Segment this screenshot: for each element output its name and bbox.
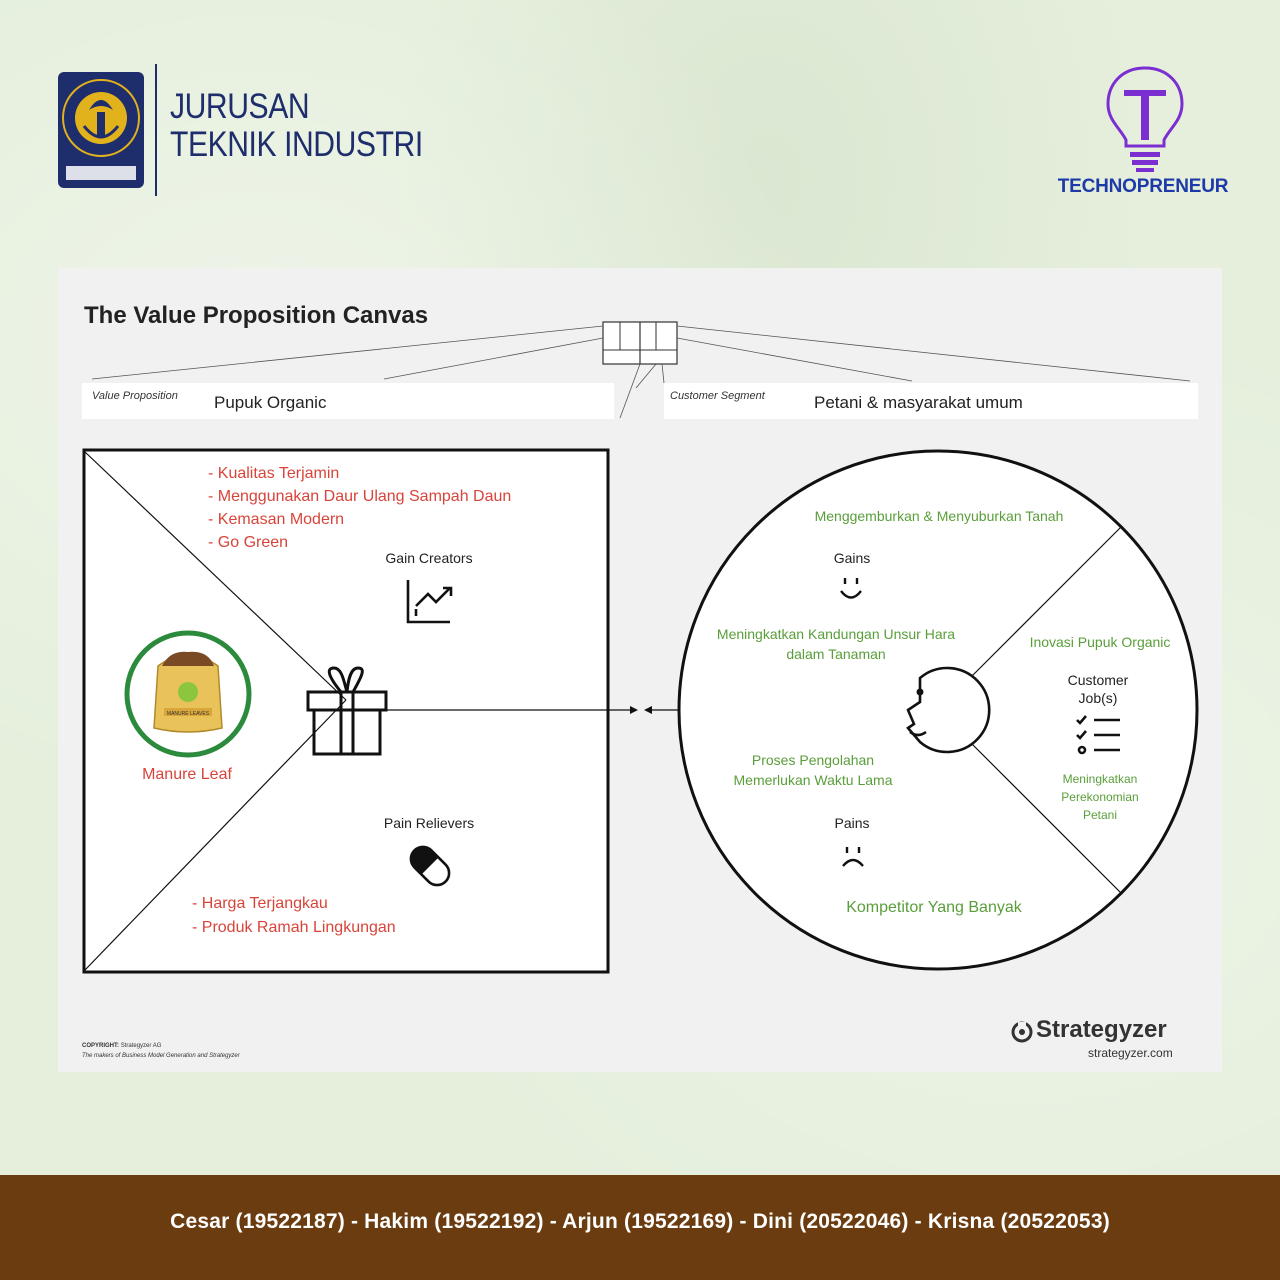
gain-creator-item: - Menggunakan Daur Ulang Sampah Daun — [208, 488, 512, 505]
department-name: JURUSAN TEKNIK INDUSTRI — [170, 88, 423, 164]
gains-text-2: Meningkatkan Kandungan Unsur Hara dalam … — [716, 626, 956, 662]
chart-growth-icon — [406, 580, 453, 624]
customer-segment-field-box — [664, 383, 1198, 419]
manure-leaf-logo: MANURE LEAVES — [124, 630, 252, 758]
canvas-drawing: MANURE LEAVES — [82, 321, 1199, 974]
gain-creators-list: - Kualitas Terjamin - Menggunakan Daur U… — [208, 462, 511, 554]
value-proposition-field-box — [82, 383, 614, 419]
copyright-sub: The makers of Business Model Generation … — [82, 1053, 240, 1059]
department-line-1: JURUSAN — [170, 87, 310, 126]
jobs-text-1: Inovasi Pupuk Organic — [1029, 634, 1171, 650]
gift-icon — [306, 666, 388, 756]
gain-creator-item: - Go Green — [208, 534, 289, 551]
customer-segment-label: Customer Segment — [670, 390, 765, 402]
value-proposition-label: Value Proposition — [92, 390, 178, 402]
team-members: Cesar (19522187) - Hakim (19522192) - Ar… — [170, 1210, 1110, 1233]
copyright-note: COPYRIGHT: Strategyzer AG The makers of … — [82, 1041, 240, 1061]
pill-icon — [409, 845, 451, 887]
strategyzer-logo-icon — [1011, 1021, 1033, 1043]
jobs-label: Customer Job(s) — [1067, 672, 1129, 706]
technopreneur-label: TECHNOPRENEUR — [1057, 176, 1229, 197]
jobs-text-2: Meningkatkan Perekonomian Petani — [1061, 772, 1139, 822]
copyright-owner: Strategyzer AG — [120, 1043, 162, 1049]
copyright-label: COPYRIGHT: — [82, 1043, 120, 1049]
gains-text-1: Menggemburkan & Menyuburkan Tanah — [814, 508, 1064, 524]
canvas-title: The Value Proposition Canvas — [84, 302, 429, 329]
lightbulb-t-icon — [1106, 66, 1184, 172]
strategyzer-brand: Strategyzer — [1036, 1016, 1167, 1043]
happy-face-icon — [840, 578, 862, 599]
university-seal-icon — [58, 72, 144, 188]
pains-text-2: Kompetitor Yang Banyak — [846, 899, 1022, 916]
logo-divider — [155, 64, 157, 196]
sad-face-icon — [842, 847, 864, 867]
footer-bar — [0, 1175, 1280, 1280]
strategyzer-url: strategyzer.com — [1088, 1046, 1173, 1060]
value-proposition-canvas: MANURE LEAVES — [58, 268, 1222, 1072]
gain-creators-label: Gain Creators — [385, 550, 473, 566]
value-proposition-value: Pupuk Organic — [214, 393, 327, 412]
gain-creator-item: - Kualitas Terjamin — [208, 465, 340, 482]
product-bag-label: MANURE LEAVES — [167, 711, 210, 717]
checklist-icon — [1076, 715, 1120, 755]
pain-reliever-item: - Harga Terjangkau — [192, 895, 328, 912]
pain-relievers-label: Pain Relievers — [383, 815, 475, 831]
customer-face-icon — [906, 666, 991, 754]
product-name: Manure Leaf — [142, 766, 232, 783]
pain-relievers-list: - Harga Terjangkau - Produk Ramah Lingku… — [192, 892, 396, 940]
pains-label: Pains — [834, 815, 870, 831]
gains-label: Gains — [833, 550, 871, 566]
customer-segment-value: Petani & masyarakat umum — [814, 393, 1023, 412]
pain-reliever-item: - Produk Ramah Lingkungan — [192, 919, 396, 936]
pains-text-1: Proses Pengolahan Memerlukan Waktu Lama — [733, 752, 893, 788]
gain-creator-item: - Kemasan Modern — [208, 511, 345, 528]
department-line-2: TEKNIK INDUSTRI — [170, 125, 423, 164]
